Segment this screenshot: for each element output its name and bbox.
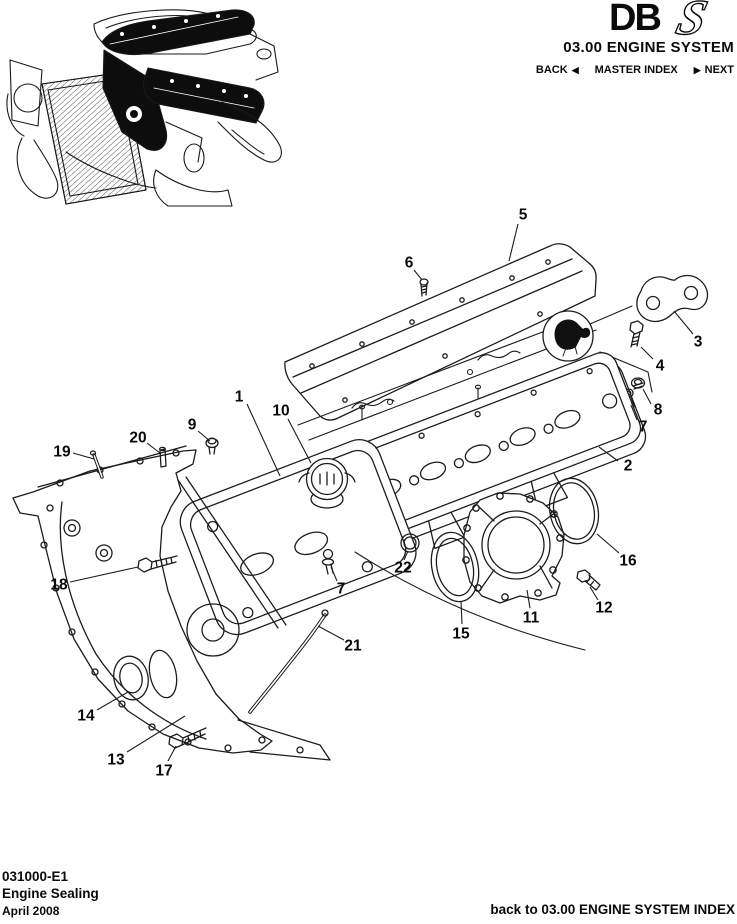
section-title: 03.00 ENGINE SYSTEM xyxy=(563,39,734,56)
callout-8: 8 xyxy=(653,401,663,419)
part-bracket-3 xyxy=(636,274,709,323)
nav-next-link[interactable]: NEXT xyxy=(704,64,734,76)
leader-5 xyxy=(508,223,519,262)
callout-10: 10 xyxy=(272,402,290,420)
leader-15 xyxy=(460,600,463,625)
part-bolt-12 xyxy=(576,569,601,591)
leader-7b xyxy=(330,566,338,582)
leader-lines xyxy=(69,223,694,762)
callout-14: 14 xyxy=(77,707,95,725)
leader-3 xyxy=(673,310,694,335)
leader-7a xyxy=(630,404,638,421)
leader-1 xyxy=(246,403,281,477)
part-bolt-17 xyxy=(168,727,207,749)
leader-19 xyxy=(72,452,95,460)
callout-15: 15 xyxy=(452,625,470,643)
logo-db-text: DB xyxy=(609,0,660,39)
nav-next-arrow-icon[interactable]: ▶ xyxy=(693,64,701,75)
part-timing-cover-13 xyxy=(12,445,331,761)
callout-9: 9 xyxy=(187,416,197,434)
part-cam-cover-lh xyxy=(179,439,417,636)
leader-13 xyxy=(126,715,186,753)
doc-title: Engine Sealing xyxy=(2,886,99,901)
doc-date: April 2008 xyxy=(2,904,60,918)
callout-22: 22 xyxy=(394,559,412,577)
callout-6: 6 xyxy=(404,254,414,272)
header-nav: BACK ◀ MASTER INDEX ▶ NEXT xyxy=(536,64,734,76)
callout-7b: 7 xyxy=(336,580,346,598)
callout-7a: 7 xyxy=(638,418,648,436)
part-oring-22 xyxy=(400,533,420,553)
leader-6 xyxy=(413,269,423,281)
thumb-exhaust-hoses xyxy=(16,101,282,207)
leader-22 xyxy=(403,550,409,561)
part-oil-filler-cap-10 xyxy=(298,457,356,501)
leader-2 xyxy=(598,446,619,462)
part-gasket-ring-16 xyxy=(548,477,600,545)
thumb-cam-cover-rear xyxy=(101,9,255,56)
callout-2: 2 xyxy=(623,457,633,475)
leader-9 xyxy=(197,430,211,442)
thumb-timing-cover xyxy=(102,49,168,151)
part-pipe-21 xyxy=(248,609,329,714)
nav-back-arrow-icon[interactable]: ◀ xyxy=(571,64,579,75)
part-pin-19 xyxy=(89,450,104,479)
part-bolt-18 xyxy=(137,555,178,573)
callout-20: 20 xyxy=(129,429,147,447)
leader-17 xyxy=(167,745,177,762)
callout-12: 12 xyxy=(595,599,613,617)
callout-1: 1 xyxy=(234,388,244,406)
part-bolt-4 xyxy=(629,320,644,348)
part-cap-8 xyxy=(630,377,646,390)
part-cap-9 xyxy=(205,437,219,455)
part-screw-6 xyxy=(419,278,429,297)
leader-4 xyxy=(640,346,654,360)
nav-master-index-link[interactable]: MASTER INDEX xyxy=(594,64,678,76)
engine-block-edge xyxy=(354,551,586,651)
callout-13: 13 xyxy=(107,751,125,769)
thumb-cam-cover-front xyxy=(143,67,265,124)
leader-21 xyxy=(317,625,345,641)
part-cam-cover-rh xyxy=(333,352,642,550)
leader-8 xyxy=(642,388,652,405)
callout-5: 5 xyxy=(518,206,528,224)
callout-18: 18 xyxy=(50,576,68,594)
nav-back-link[interactable]: BACK xyxy=(535,64,568,76)
engine-thumbnail xyxy=(6,2,288,208)
leader-12 xyxy=(589,586,599,601)
callout-11: 11 xyxy=(522,609,540,627)
callout-3: 3 xyxy=(693,333,703,351)
leader-11 xyxy=(526,589,531,609)
leader-14 xyxy=(96,691,129,711)
callout-4: 4 xyxy=(655,357,665,375)
leader-20 xyxy=(146,442,161,454)
callout-19: 19 xyxy=(53,443,71,461)
magnifier-detail xyxy=(542,305,633,362)
leader-10 xyxy=(287,418,312,464)
thumb-fan-shroud xyxy=(6,59,43,137)
callout-17: 17 xyxy=(155,762,173,780)
part-strip-cover-5 xyxy=(284,243,597,421)
part-rear-housing-11 xyxy=(462,492,565,604)
part-front-seal-14 xyxy=(113,649,178,701)
leader-16 xyxy=(596,533,620,554)
back-to-index-link[interactable]: back to 03.00 ENGINE SYSTEM INDEX xyxy=(490,902,735,917)
part-pin-20 xyxy=(159,446,167,468)
dbs-logo: DB S xyxy=(607,0,735,40)
leader-18 xyxy=(69,566,139,583)
doc-number: 031000-E1 xyxy=(2,869,69,884)
callout-21: 21 xyxy=(344,637,362,655)
part-seal-15 xyxy=(430,531,480,603)
callout-16: 16 xyxy=(619,552,637,570)
